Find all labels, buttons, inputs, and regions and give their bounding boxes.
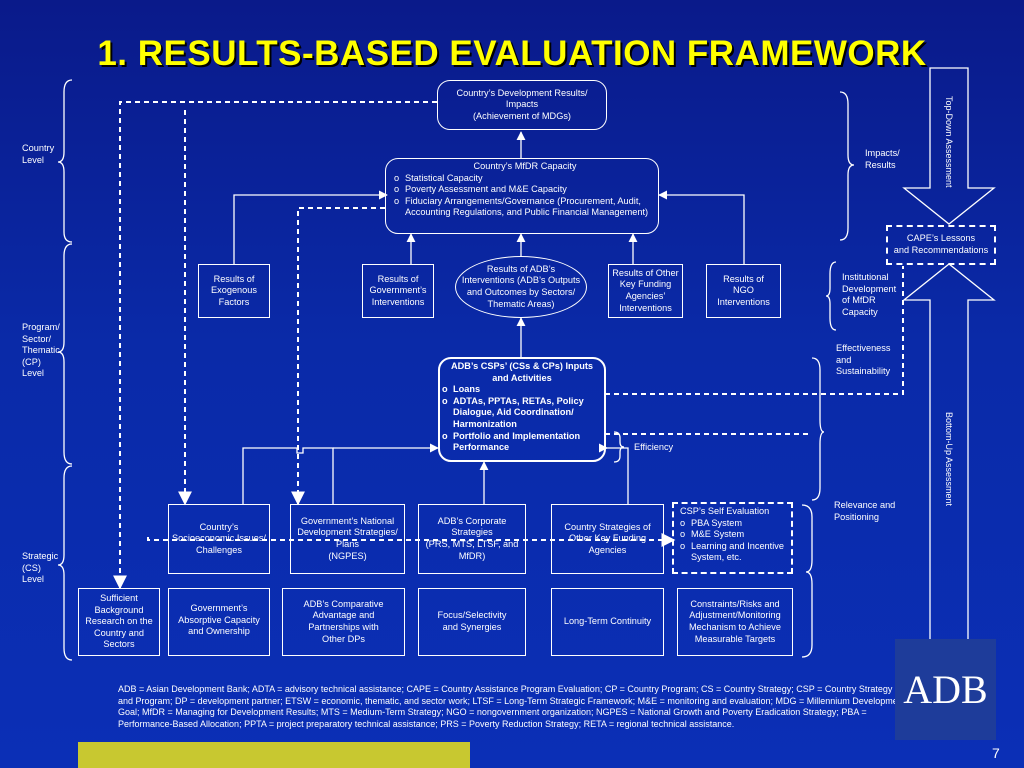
box-long-term-continuity: Long-Term Continuity — [551, 588, 664, 656]
bottom-up-label: Bottom-Up Assessment — [944, 412, 954, 507]
bottom-up-arrow — [902, 263, 996, 641]
brace-program — [57, 243, 73, 465]
brace-efficiency — [613, 431, 625, 463]
slide-title: 1. RESULTS-BASED EVALUATION FRAMEWORK — [97, 34, 927, 73]
brace-strategic — [57, 465, 73, 661]
level-strategic-label: Strategic(CS)Level — [22, 551, 59, 584]
criteria-impacts: Impacts/Results — [865, 148, 900, 170]
abbreviations-glossary: ADB = Asian Development Bank; ADTA = adv… — [118, 684, 906, 729]
top-down-arrow — [902, 67, 996, 225]
box-mfdr-capacity: Country’s MfDR Capacity Statistical Capa… — [385, 158, 659, 234]
page-number: 7 — [992, 745, 1000, 761]
box-csp-self-evaluation: CSP’s Self Evaluation PBA System M&E Sys… — [672, 502, 793, 574]
brace-effectiveness — [811, 357, 825, 501]
adb-logo: ADB — [895, 639, 996, 740]
accent-bar — [78, 742, 470, 768]
brace-impacts — [839, 91, 855, 241]
box-development-results: Country’s Development Results/Impacts(Ac… — [437, 80, 607, 130]
brace-relevance — [801, 504, 813, 658]
brace-institutional — [825, 261, 837, 331]
box-adb-csps: ADB’s CSPs’ (CSs & CPs) Inputs and Activ… — [438, 357, 606, 462]
top-down-label: Top-Down Assessment — [944, 96, 954, 188]
brace-country — [57, 79, 73, 243]
level-program-label: Program/Sector/Thematic(CP)Level — [22, 322, 60, 378]
criteria-efficiency: Efficiency — [634, 442, 674, 452]
